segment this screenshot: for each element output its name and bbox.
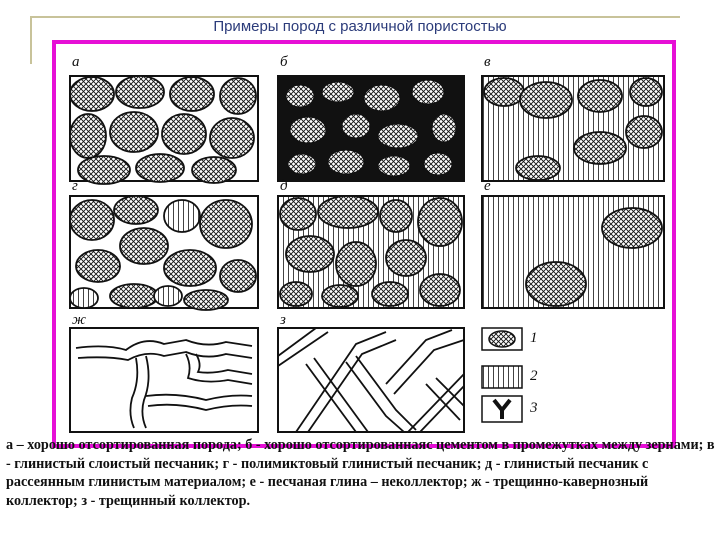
panel-label-e: е	[484, 178, 491, 194]
panel-b	[277, 75, 465, 182]
legend-item-clay: 2	[481, 365, 538, 389]
panel-label-zh: ж	[72, 312, 86, 328]
title-rule	[30, 16, 680, 18]
legend-number-3: 3	[529, 400, 538, 416]
figure-caption: а – хорошо отсортированная порода; б - х…	[6, 437, 715, 509]
panel-label-c: в	[484, 54, 491, 70]
legend-item-fracture: 3	[481, 395, 538, 423]
panel-g	[69, 195, 259, 311]
panel-label-b: б	[280, 54, 288, 70]
slide-title: Примеры пород с различной пористостью	[213, 18, 507, 35]
porosity-figure: а б в	[69, 54, 665, 433]
panel-zh	[69, 327, 259, 433]
panel-label-g: г	[72, 178, 78, 194]
panel-label-a: а	[72, 54, 80, 70]
legend-number-1: 1	[530, 330, 538, 346]
legend: 1 2 3	[481, 327, 538, 423]
panel-d	[277, 195, 465, 309]
panel-e	[481, 195, 665, 309]
legend-number-2: 2	[530, 368, 538, 384]
panel-z	[277, 327, 465, 433]
panel-label-d: д	[280, 178, 288, 194]
panel-label-z: з	[279, 312, 286, 328]
legend-item-grain: 1	[481, 327, 538, 351]
panel-c	[481, 75, 665, 182]
title-rule-vertical	[30, 16, 32, 64]
panel-a	[69, 75, 259, 185]
